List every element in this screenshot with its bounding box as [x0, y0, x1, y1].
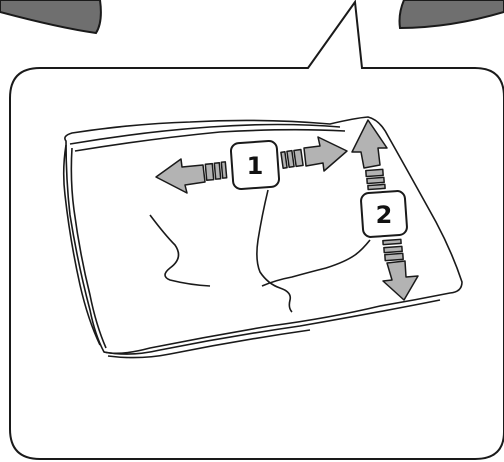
step-1-label: 1	[247, 152, 264, 180]
device-right-corner	[400, 0, 504, 28]
step-2-badge: 2	[361, 191, 408, 238]
device-left-corner	[0, 0, 101, 33]
step-1-badge: 1	[230, 140, 279, 189]
step-2-label: 2	[376, 201, 393, 229]
